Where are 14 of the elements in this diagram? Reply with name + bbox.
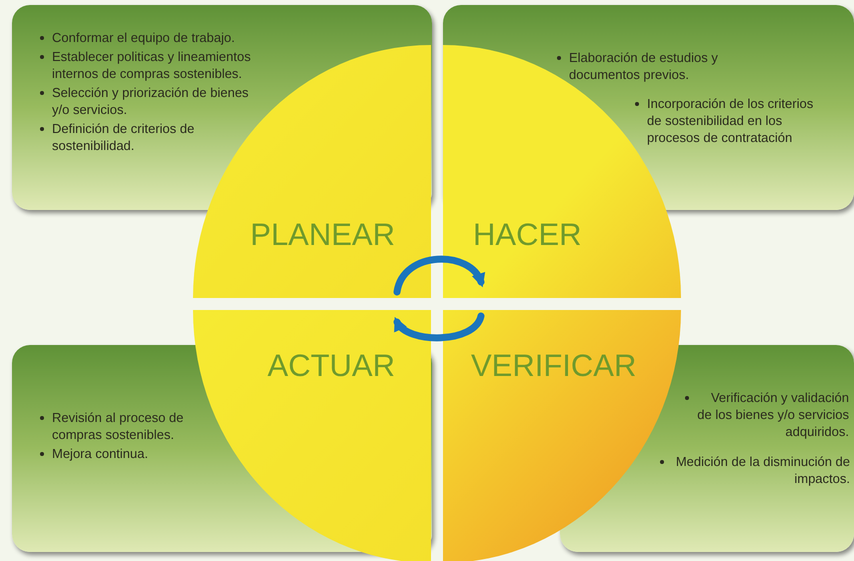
phase-label: ACTUAR <box>268 350 395 381</box>
bullet-item: Mejora continua. <box>38 445 218 462</box>
cycle-arrow <box>394 312 484 342</box>
bullet-item: Establecer politicas y lineamientos internos de compras sostenibles. <box>38 48 252 82</box>
bullet-item: Incorporación de los criterios de sostenibilidad en los procesos de contratación <box>633 95 829 146</box>
bullet-item: Conformar el equipo de trabajo. <box>38 29 252 46</box>
bullet-item: Medición de la disminución de impactos. <box>658 453 850 487</box>
phase-label: HACER <box>473 219 582 250</box>
bullet-item: Revisión al proceso de compras sostenibles. <box>38 409 218 443</box>
bullet-item: Selección y priorización de bienes y/o servicios. <box>38 84 252 118</box>
phase-label: VERIFICAR <box>471 350 636 381</box>
phase-label: PLANEAR <box>250 219 395 250</box>
bullet-item: Elaboración de estudios y documentos previos. <box>555 49 745 83</box>
bullet-item: Verificación y validación de los bienes y/o servicios adquiridos. <box>683 389 849 440</box>
